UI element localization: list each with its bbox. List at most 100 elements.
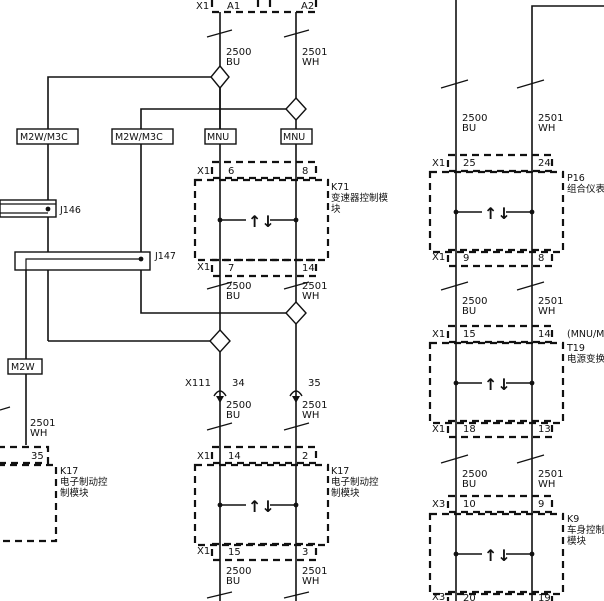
svg-text:7: 7 bbox=[228, 263, 234, 274]
svg-text:(MNU/M: (MNU/M bbox=[567, 329, 604, 340]
svg-text:2501: 2501 bbox=[302, 281, 327, 292]
k9-module-box bbox=[428, 512, 565, 596]
p16-module-box bbox=[428, 170, 565, 254]
svg-text:2501: 2501 bbox=[302, 566, 327, 577]
wire-break-mark bbox=[206, 29, 233, 38]
svg-text:24: 24 bbox=[538, 158, 551, 169]
svg-text:2501: 2501 bbox=[538, 469, 563, 480]
svg-text:BU: BU bbox=[462, 123, 476, 134]
svg-text:2500: 2500 bbox=[226, 281, 251, 292]
svg-text:2500: 2500 bbox=[226, 400, 251, 411]
svg-text:车身控制: 车身控制 bbox=[567, 524, 604, 536]
svg-text:电子制动控: 电子制动控 bbox=[60, 476, 108, 488]
k9-bidirectional-icon: ↑↓ bbox=[484, 546, 511, 565]
svg-text:M2W: M2W bbox=[11, 362, 35, 373]
tap-mnu-right bbox=[280, 128, 313, 145]
svg-text:WH: WH bbox=[302, 576, 319, 587]
k71-bottom-connector bbox=[210, 258, 318, 278]
tap-m2w bbox=[7, 358, 43, 375]
top-pin-a1: A1 bbox=[227, 1, 240, 12]
k17-left-module-box bbox=[0, 463, 58, 543]
svg-text:块: 块 bbox=[331, 203, 341, 215]
svg-text:2500: 2500 bbox=[462, 296, 487, 307]
top-conn-label: X1 bbox=[196, 1, 209, 12]
p16-top-connector bbox=[446, 153, 554, 173]
svg-text:WH: WH bbox=[30, 428, 47, 439]
svg-text:MNU: MNU bbox=[207, 132, 229, 143]
splice-diamond-wh-top bbox=[285, 96, 307, 122]
p16-bidirectional-icon: ↑↓ bbox=[484, 204, 511, 223]
svg-text:2501: 2501 bbox=[302, 47, 327, 58]
svg-text:制模块: 制模块 bbox=[60, 487, 89, 499]
x111-pin-35-mark bbox=[289, 390, 303, 397]
svg-text:2501: 2501 bbox=[302, 400, 327, 411]
svg-text:X1: X1 bbox=[197, 166, 210, 177]
tap-mnu-left bbox=[204, 128, 237, 145]
wire-left-wh-bus bbox=[140, 144, 286, 314]
splice-diamond-bu-mid bbox=[209, 328, 231, 354]
svg-text:25: 25 bbox=[463, 158, 476, 169]
svg-text:2: 2 bbox=[302, 451, 308, 462]
svg-text:3: 3 bbox=[302, 547, 308, 558]
tap-m2w-m3c-right bbox=[111, 128, 174, 145]
svg-text:制模块: 制模块 bbox=[331, 487, 360, 499]
svg-text:BU: BU bbox=[226, 291, 240, 302]
svg-text:9: 9 bbox=[463, 253, 469, 264]
svg-text:18: 18 bbox=[463, 424, 476, 435]
k9-top-connector bbox=[446, 494, 554, 514]
svg-text:X1: X1 bbox=[432, 158, 445, 169]
svg-text:15: 15 bbox=[228, 547, 241, 558]
svg-text:35: 35 bbox=[31, 451, 44, 462]
svg-text:2500: 2500 bbox=[462, 113, 487, 124]
t19-bottom-connector bbox=[446, 419, 554, 439]
svg-text:K9: K9 bbox=[567, 514, 579, 525]
svg-text:K71: K71 bbox=[331, 182, 349, 193]
svg-text:X1: X1 bbox=[432, 424, 445, 435]
svg-text:T19: T19 bbox=[566, 343, 585, 354]
svg-text:15: 15 bbox=[463, 329, 476, 340]
svg-text:电源变换: 电源变换 bbox=[567, 353, 604, 365]
wire-2501-wh-right bbox=[531, 5, 604, 601]
svg-text:14: 14 bbox=[228, 451, 241, 462]
svg-text:X111: X111 bbox=[185, 378, 211, 389]
svg-text:M2W/M3C: M2W/M3C bbox=[115, 132, 163, 143]
svg-text:J147: J147 bbox=[154, 251, 176, 262]
svg-text:2501: 2501 bbox=[538, 113, 563, 124]
svg-text:K17: K17 bbox=[60, 466, 78, 477]
svg-text:BU: BU bbox=[226, 410, 240, 421]
svg-text:X3: X3 bbox=[432, 592, 445, 601]
svg-text:X1: X1 bbox=[432, 329, 445, 340]
svg-text:8: 8 bbox=[302, 166, 308, 177]
k17-bidirectional-icon: ↑↓ bbox=[248, 497, 275, 516]
svg-text:WH: WH bbox=[302, 410, 319, 421]
svg-text:10: 10 bbox=[463, 499, 476, 510]
svg-text:WH: WH bbox=[302, 291, 319, 302]
svg-text:BU: BU bbox=[462, 479, 476, 490]
svg-text:X3: X3 bbox=[432, 499, 445, 510]
svg-text:WH: WH bbox=[538, 479, 555, 490]
svg-text:2501: 2501 bbox=[538, 296, 563, 307]
svg-text:组合仪表: 组合仪表 bbox=[567, 183, 604, 195]
svg-text:X1: X1 bbox=[432, 252, 445, 263]
svg-text:WH: WH bbox=[538, 123, 555, 134]
k17-left-connector bbox=[0, 445, 50, 465]
svg-text:模块: 模块 bbox=[567, 535, 587, 547]
svg-text:2500: 2500 bbox=[462, 469, 487, 480]
svg-text:WH: WH bbox=[302, 57, 319, 68]
svg-text:14: 14 bbox=[538, 329, 551, 340]
wire-break-mark bbox=[283, 29, 310, 38]
svg-text:X1: X1 bbox=[197, 546, 210, 557]
k71-bidirectional-icon: ↑↓ bbox=[248, 212, 275, 231]
splice-diamond-bu-top bbox=[210, 64, 230, 90]
top-pin-a2: A2 bbox=[301, 1, 314, 12]
svg-text:20: 20 bbox=[463, 593, 476, 601]
svg-text:电子制动控: 电子制动控 bbox=[331, 476, 379, 488]
svg-text:2500: 2500 bbox=[226, 47, 251, 58]
svg-text:WH: WH bbox=[538, 306, 555, 317]
t19-module-box bbox=[428, 341, 565, 425]
svg-text:BU: BU bbox=[226, 57, 240, 68]
x111-pin-34-mark bbox=[213, 390, 227, 397]
svg-text:2500: 2500 bbox=[226, 566, 251, 577]
svg-text:变速器控制模: 变速器控制模 bbox=[331, 192, 389, 204]
